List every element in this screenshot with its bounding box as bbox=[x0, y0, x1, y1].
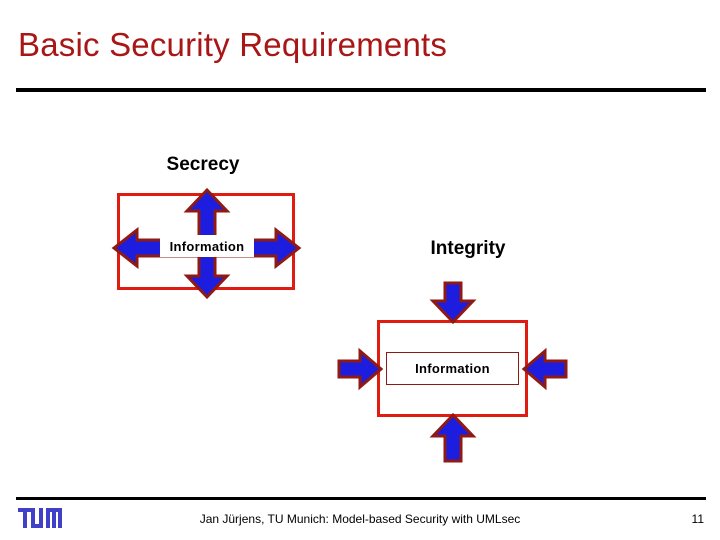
integrity-arrow-right bbox=[337, 347, 384, 391]
integrity-information-box: Information bbox=[386, 352, 519, 385]
tum-logo-icon bbox=[18, 508, 62, 528]
title-divider bbox=[16, 88, 706, 92]
page-title: Basic Security Requirements bbox=[18, 26, 448, 63]
integrity-arrow-left bbox=[521, 347, 568, 391]
integrity-arrow-up bbox=[429, 412, 477, 463]
secrecy-information-label: Information bbox=[160, 235, 254, 257]
integrity-arrow-down bbox=[429, 281, 477, 325]
page-number: 11 bbox=[691, 512, 704, 526]
diagram-integrity-label: Integrity bbox=[430, 238, 506, 259]
diagram-secrecy-label: Secrecy bbox=[166, 154, 240, 175]
footer-credit: Jan Jürjens, TU Munich: Model-based Secu… bbox=[199, 512, 521, 526]
diagram-secrecy: Secrecy Information bbox=[0, 0, 360, 330]
diagram-integrity: Integrity Information bbox=[320, 0, 720, 480]
footer-divider bbox=[16, 497, 706, 500]
